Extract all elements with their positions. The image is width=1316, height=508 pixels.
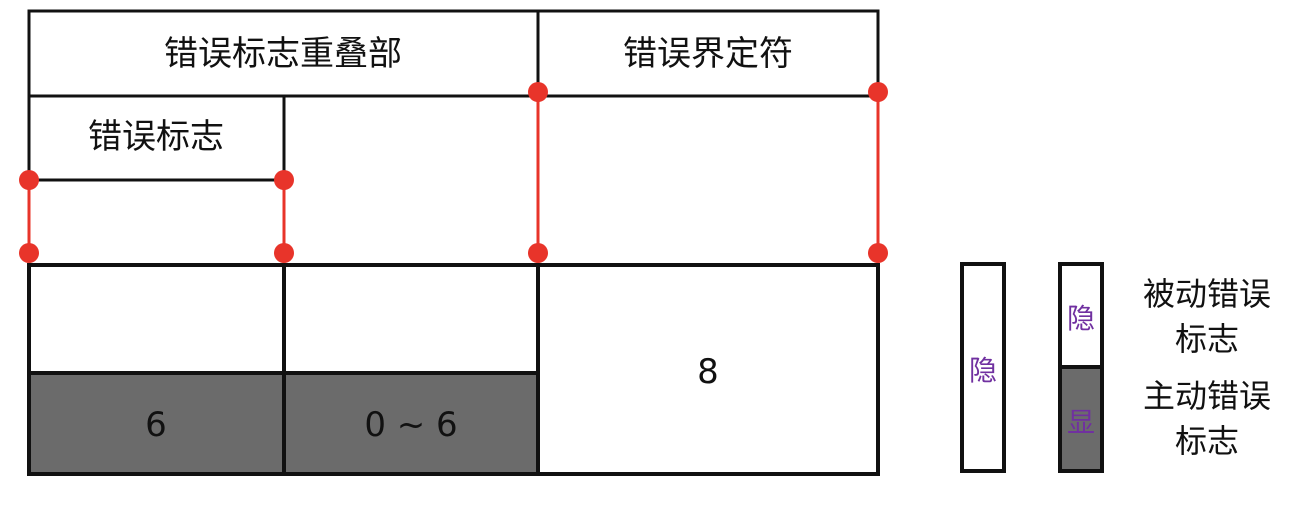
legend-active-label-line1: 主动错误 bbox=[1143, 377, 1271, 415]
boundary-dot bbox=[274, 243, 294, 263]
bit-table bbox=[27, 263, 880, 476]
legend-recessive-char: 隐 bbox=[1067, 302, 1095, 335]
boundary-lines bbox=[27, 92, 880, 253]
legend-passive-bar bbox=[960, 262, 1006, 473]
boundary-dot bbox=[274, 170, 294, 190]
boundary-dots bbox=[19, 82, 888, 263]
legend-dominant-char: 显 bbox=[1067, 406, 1095, 439]
dominant-overlap-cell bbox=[284, 373, 538, 474]
boundary-dot bbox=[868, 243, 888, 263]
delimiter-bit-count: 8 bbox=[697, 352, 719, 392]
header-outer-frame bbox=[27, 9, 880, 98]
legend: 隐 隐 显 被动错误 标志 主动错误 标志 bbox=[960, 262, 1271, 473]
header-table bbox=[27, 9, 880, 182]
legend-active-bar-dominant bbox=[1060, 367, 1102, 471]
error-flag-label: 错误标志 bbox=[88, 117, 224, 157]
boundary-dot bbox=[528, 82, 548, 102]
legend-passive-label-line1: 被动错误 bbox=[1143, 275, 1271, 313]
bit-table-frame bbox=[27, 263, 880, 476]
error-delimiter-label: 错误界定符 bbox=[623, 34, 793, 74]
boundary-dot bbox=[868, 82, 888, 102]
boundary-dot bbox=[19, 170, 39, 190]
flag-bit-count: 6 bbox=[145, 405, 167, 445]
overlap-bit-range: 0 ~ 6 bbox=[364, 405, 457, 445]
legend-passive-bar-char: 隐 bbox=[969, 354, 997, 387]
legend-passive-label-line2: 标志 bbox=[1175, 320, 1239, 358]
boundary-dot bbox=[19, 243, 39, 263]
boundary-dot bbox=[528, 243, 548, 263]
error-flag-overlap-label: 错误标志重叠部 bbox=[164, 34, 402, 74]
legend-active-label-line2: 标志 bbox=[1175, 422, 1239, 460]
dominant-flag-cell bbox=[29, 373, 284, 474]
